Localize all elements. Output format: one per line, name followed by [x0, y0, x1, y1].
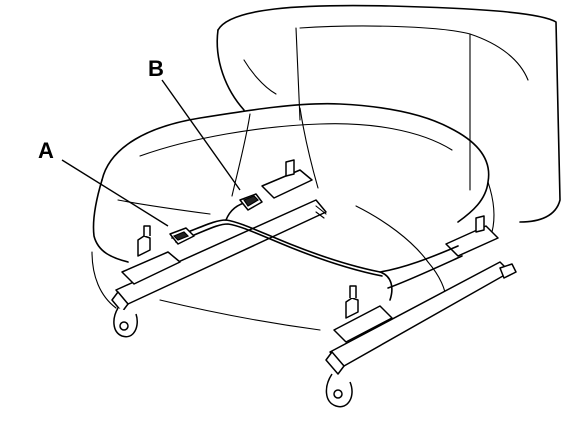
connector-b [239, 193, 263, 211]
left-seat-rail [111, 159, 327, 338]
seat-cushion [91, 102, 495, 331]
wire-harness [171, 201, 463, 301]
callout-a-leader [61, 159, 169, 227]
callout-b-label: B [148, 56, 164, 81]
right-seat-rail [325, 215, 517, 408]
callout-b-leader [161, 79, 241, 191]
callout-a-label: A [38, 138, 54, 163]
connector-a [169, 227, 195, 245]
seat-back [216, 4, 561, 223]
